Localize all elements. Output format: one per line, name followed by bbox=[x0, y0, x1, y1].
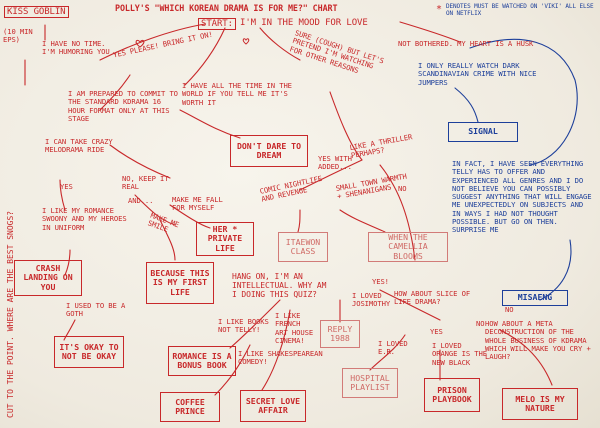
box-melo: MELO IS MY NATURE bbox=[502, 388, 578, 420]
ten-min-eps: (10 MIN EPS) bbox=[3, 27, 33, 45]
note-not-bothered: NOT BOTHERED. MY HEART IS A HUSK bbox=[398, 39, 534, 48]
note-like-shakes: I LIKE SHAKESPEAREAN COMEDY! bbox=[238, 349, 323, 367]
start-text: I'M IN THE MOOD FOR LOVE bbox=[240, 18, 368, 28]
note-loved-orange: I LOVED ORANGE IS THE NEW BLACK bbox=[432, 341, 487, 367]
note-yes3: YES bbox=[430, 327, 443, 336]
note-how-about: HOW ABOUT SLICE OF LIFE DRAMA? bbox=[394, 289, 471, 307]
box-hospital: HOSPITAL PLAYLIST bbox=[342, 368, 398, 398]
box-dont-dare: DON'T DARE TO DREAM bbox=[230, 135, 308, 167]
note-yes2: YES! bbox=[372, 277, 389, 286]
box-camellia: WHEN THE CAMELLIA BLOOMS bbox=[368, 232, 448, 262]
note-meta: HOW ABOUT A META DECONSTRUCTION OF THE W… bbox=[485, 319, 591, 362]
box-secret: SECRET LOVE AFFAIR bbox=[240, 390, 306, 422]
box-okay: IT'S OKAY TO NOT BE OKAY bbox=[54, 336, 124, 368]
box-crash: CRASH LANDING ON YOU bbox=[14, 260, 82, 296]
box-coffee: COFFEE PRINCE bbox=[160, 392, 220, 422]
legend-text: DENOTES MUST BE WATCHED ON 'VIKI' ALL EL… bbox=[446, 3, 594, 17]
note-goth: I USED TO BE A GOTH bbox=[66, 301, 126, 319]
note-like-french: I LIKE FRENCH ART HOUSE CINEMA! bbox=[275, 311, 314, 345]
box-private-life: HER * PRIVATE LIFE bbox=[196, 222, 254, 256]
note-melodrama: I CAN TAKE CRAZY MELODRAMA RIDE bbox=[45, 137, 113, 155]
legend-asterisk: * bbox=[436, 4, 442, 15]
note-all-time: I HAVE ALL THE TIME IN THE WORLD IF YOU … bbox=[182, 81, 292, 107]
note-yes: YES bbox=[60, 182, 73, 191]
note-prepared: I AM PREPARED TO COMMIT TO THE STANDARD … bbox=[68, 89, 178, 123]
note-hang-on: HANG ON, I'M AN INTELLECTUAL. WHY AM I D… bbox=[232, 272, 327, 300]
box-signal: SIGNAL bbox=[448, 122, 518, 142]
note-only-really: I ONLY REALLY WATCH DARK SCANDINAVIAN CR… bbox=[418, 61, 537, 87]
note-loved-jos: I LOVED JOSIMOTHY bbox=[352, 291, 391, 309]
note-no-time: I HAVE NO TIME. I'M HUMORING YOU bbox=[42, 39, 110, 57]
note-and: AND... bbox=[128, 196, 154, 205]
box-reply: REPLY 1988 bbox=[320, 320, 360, 348]
start-label: START: bbox=[198, 18, 236, 31]
box-misaeng: MISAENG bbox=[502, 290, 568, 306]
note-no3: NO bbox=[505, 305, 514, 314]
box-romance-bonus: ROMANCE IS A BONUS BOOK bbox=[168, 346, 236, 376]
box-prison: PRISON PLAYBOOK bbox=[424, 378, 480, 412]
box-because: BECAUSE THIS IS MY FIRST LIFE bbox=[146, 262, 214, 304]
note-make-fall: MAKE ME FALL FOR MYSELF bbox=[172, 195, 223, 213]
box-itaewon: ITAEWON CLASS bbox=[278, 232, 328, 262]
side-label-vertical: CUT TO THE POINT. WHERE ARE THE BEST SNO… bbox=[6, 210, 15, 418]
note-yes-added: YES WITH ADDED... bbox=[318, 154, 352, 172]
kiss-goblin-label: KISS GOBLIN bbox=[4, 6, 69, 19]
note-loved-er: I LOVED E.R. bbox=[378, 339, 408, 357]
note-like-books: I LIKE BOOKS NOT TELLY! bbox=[218, 317, 269, 335]
note-in-fact: IN FACT, I HAVE SEEN EVERYTHING TELLY HA… bbox=[452, 159, 592, 235]
note-romance-swoony: I LIKE MY ROMANCE SWOONY AND MY HEROES I… bbox=[42, 206, 127, 232]
note-no2: NO bbox=[476, 319, 485, 328]
note-keep-real: NO, KEEP IT REAL bbox=[122, 174, 169, 192]
note-no: NO bbox=[398, 184, 407, 193]
chart-title: POLLY'S "WHICH KOREAN DRAMA IS FOR ME?" … bbox=[115, 3, 338, 13]
